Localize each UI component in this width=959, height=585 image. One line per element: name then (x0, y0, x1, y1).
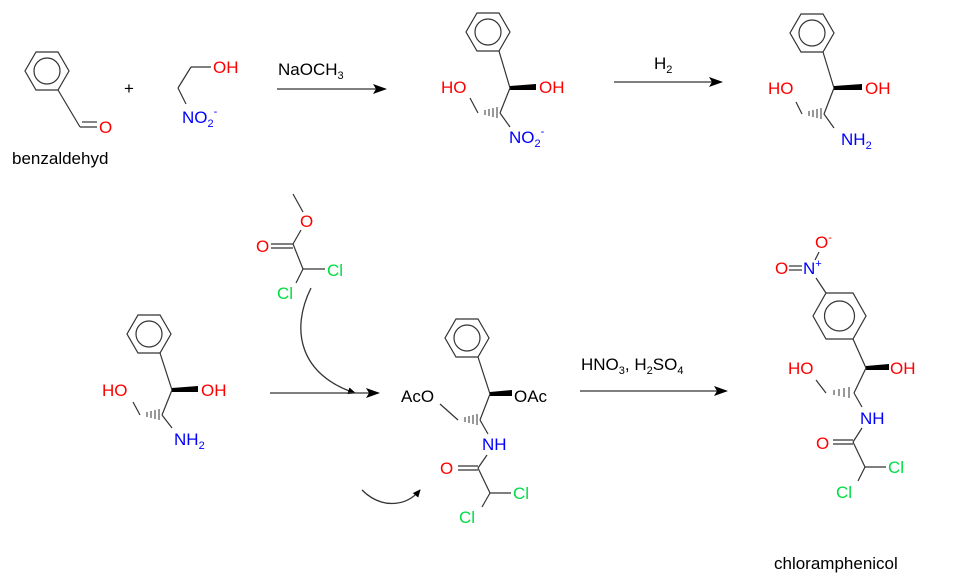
chlorine-label: Cl (277, 284, 293, 303)
acetoxy-label: OAc (514, 387, 548, 406)
aminodiol-reactant-structure: OH HO NH2 (102, 314, 227, 452)
ester-oxygen: O (300, 212, 313, 231)
hydroxyl-label: OH (201, 381, 227, 400)
hydroxyl-label: OH (890, 359, 916, 378)
reagent-hno3-h2so4: HNO3, H2SO4 (581, 355, 683, 377)
nitro-oxygen-left: O (775, 259, 788, 278)
acetoxy-label: AcO (401, 387, 434, 406)
hydroxyl-label: HO (788, 359, 814, 378)
plus-sign: + (124, 79, 134, 98)
benzaldehyde-name: benzaldehyd (12, 149, 108, 168)
hydroxyl-label: OH (213, 58, 239, 77)
amine-label: NH2 (841, 130, 872, 152)
amide-nh-label: NH (860, 409, 885, 428)
hydroxyl-label: HO (102, 381, 128, 400)
nitro-label: NO2- (182, 106, 218, 130)
nitrodiol-structure: OH HO NO2- (441, 12, 565, 150)
nitrobenzene-ring (812, 292, 867, 340)
methyl-dichloroacetate-structure: O O Cl Cl (256, 193, 343, 303)
chlorine-label: Cl (327, 261, 343, 280)
nitro-nitrogen: N+ (803, 258, 822, 278)
chlorine-label: Cl (888, 458, 904, 477)
aminodiol-structure: OH HO NH2 (768, 13, 891, 152)
hydroxyl-label: OH (539, 78, 565, 97)
amine-label: NH2 (174, 430, 205, 452)
hydroxyl-label: HO (441, 78, 467, 97)
curved-arrow-byproduct (361, 489, 421, 504)
chloramphenicol-structure: O- O N+ OH HO NH O Cl Cl chloramphenicol (774, 232, 916, 573)
nitro-oxygen-top: O- (815, 232, 832, 252)
nitroethanol-structure: OH NO2- (177, 58, 239, 130)
chlorine-label: Cl (459, 508, 475, 527)
hydroxyl-label: OH (865, 79, 891, 98)
chloramphenicol-name: chloramphenicol (774, 554, 898, 573)
reagent-naoch3: NaOCH3 (278, 60, 344, 82)
hydroxyl-label: HO (768, 79, 794, 98)
chlorine-label: Cl (513, 484, 529, 503)
carbonyl-oxygen: O (256, 237, 269, 256)
amide-nh-label: NH (482, 435, 507, 454)
curved-arrow-reagent (300, 287, 356, 395)
diacetate-structure: OAc AcO NH O Cl Cl (401, 318, 548, 527)
carbonyl-oxygen: O (440, 459, 453, 478)
benzaldehyde-structure: O benzaldehyd (12, 51, 112, 168)
carbonyl-oxygen: O (816, 434, 829, 453)
nitro-label: NO2- (509, 126, 545, 150)
chlorine-label: Cl (836, 483, 852, 502)
benzaldehyde-oxygen: O (99, 118, 112, 137)
reagent-h2: H2 (654, 54, 672, 76)
